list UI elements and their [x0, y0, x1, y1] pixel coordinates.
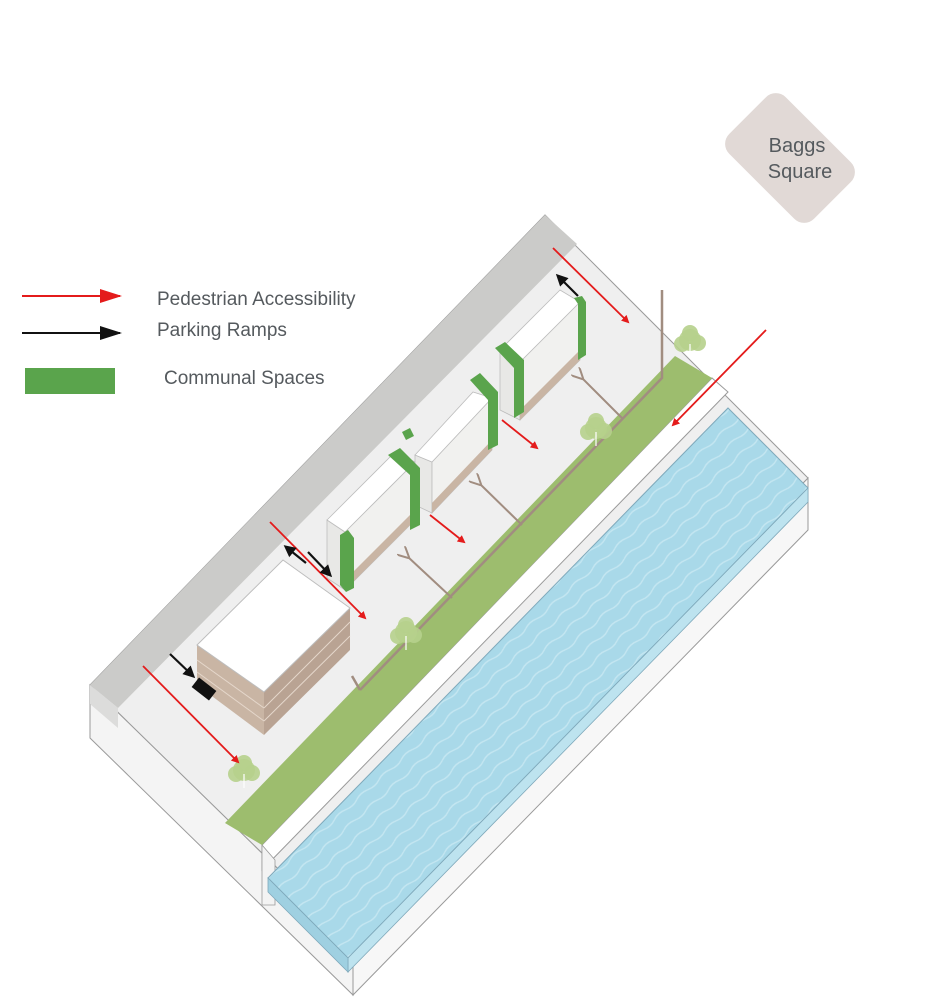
water-left-edge: [267, 877, 349, 973]
parking-ramp-arrow: [169, 653, 196, 679]
building-4: [499, 289, 581, 421]
promenade-access-arrows: [408, 378, 623, 599]
baggs-square-callout: [725, 93, 855, 223]
legend-symbols: [22, 289, 122, 394]
communal-frame: [402, 428, 414, 440]
road-top: [90, 215, 577, 708]
pedestrian-arrow: [142, 665, 240, 764]
legend-label-pedestrian: Pedestrian Accessibility: [157, 289, 356, 310]
building-1-right: [264, 608, 350, 735]
parking-ramp-arrow: [307, 551, 333, 578]
pedestrian-arrows: [142, 247, 767, 764]
building-2: [326, 451, 416, 591]
pedestrian-arrow: [501, 419, 539, 450]
building-1-left: [197, 645, 264, 735]
tree-icon: [674, 325, 706, 358]
communal-post: [340, 530, 354, 592]
communal-frame: [574, 296, 586, 360]
tree-icon: [228, 755, 260, 788]
parking-ramp-arrows: [169, 273, 579, 679]
communal-frame: [470, 373, 498, 450]
building-1: [191, 559, 351, 735]
pedestrian-arrow: [429, 514, 466, 544]
parking-ramp-arrow: [555, 273, 579, 297]
river: [267, 407, 809, 973]
road: [90, 215, 577, 728]
communal-frame: [388, 448, 420, 530]
tree-icon: [390, 617, 422, 650]
pedestrian-arrow: [671, 329, 767, 427]
trees: [228, 325, 706, 788]
building-1-roof: [196, 559, 351, 693]
path-end-hook: [350, 675, 362, 691]
legend-label-parking: Parking Ramps: [157, 320, 287, 341]
communal-frame: [495, 342, 524, 418]
callout-label-line1: Baggs: [769, 135, 826, 157]
legend-label-communal: Communal Spaces: [164, 368, 325, 389]
pedestrian-arrow: [269, 521, 367, 620]
parking-entrance: [191, 677, 217, 701]
promenade-path: [359, 290, 664, 691]
legend-green-swatch-icon: [25, 368, 115, 394]
green-strip: [225, 356, 712, 845]
callout-box: [725, 93, 855, 223]
pedestrian-arrow: [552, 247, 630, 324]
parking-ramp-arrow: [283, 545, 307, 564]
communal-spaces: [340, 296, 586, 592]
road-side: [90, 685, 118, 728]
callout-label-line2: Square: [768, 161, 833, 183]
tree-icon: [580, 413, 612, 446]
